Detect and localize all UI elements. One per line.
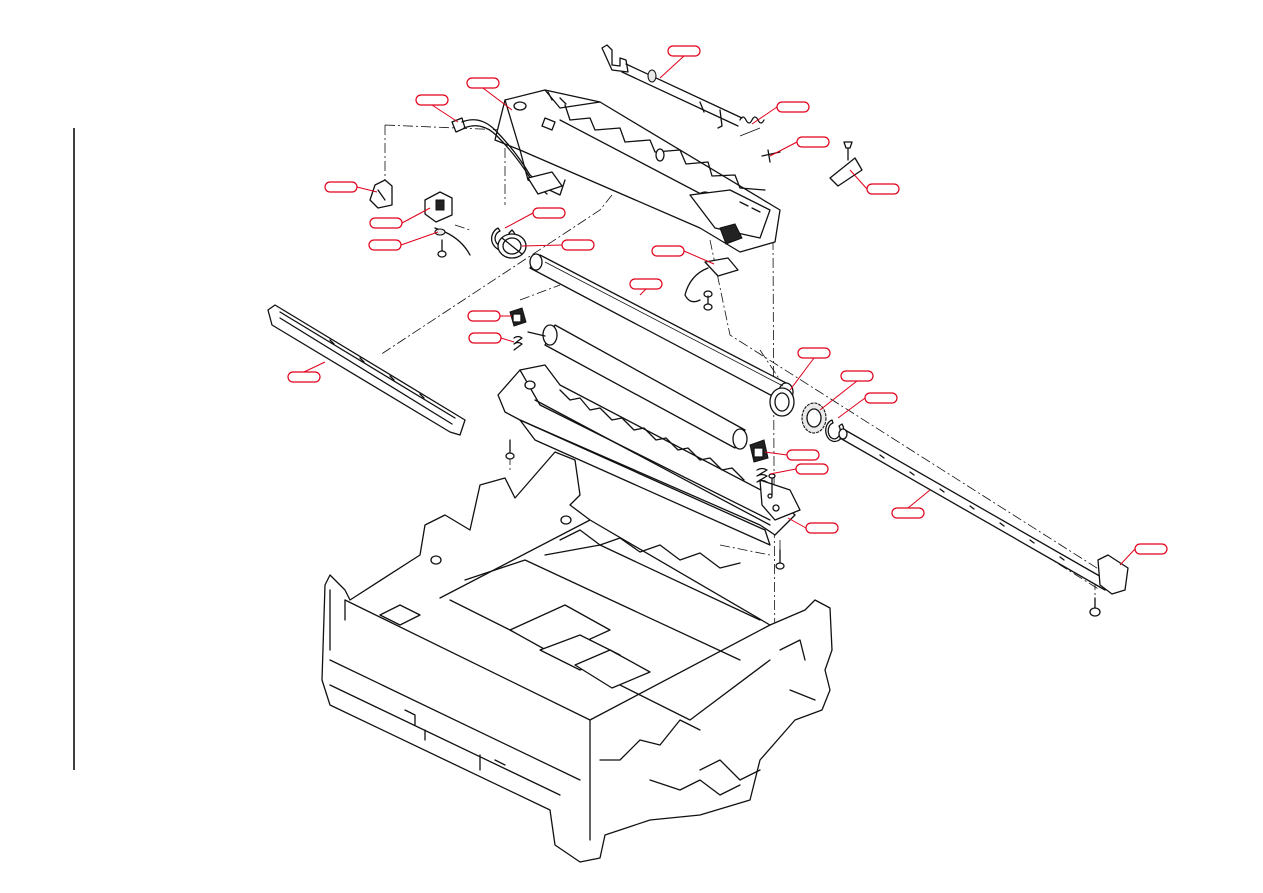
callout-box xyxy=(776,101,810,113)
bushing-gear xyxy=(497,233,527,259)
callout-c8 xyxy=(369,207,431,229)
callout-leader-line xyxy=(356,186,378,193)
callout-leader-line xyxy=(819,380,858,411)
callout-leader-line xyxy=(683,250,715,265)
frame-screws xyxy=(505,439,785,570)
callout-c5 xyxy=(769,136,830,157)
callout-c19 xyxy=(837,392,898,419)
callout-box xyxy=(891,507,925,519)
callout-c21 xyxy=(769,463,829,475)
callout-box xyxy=(468,332,502,344)
callout-box xyxy=(864,392,898,404)
callout-box xyxy=(629,278,663,290)
callout-leader-line xyxy=(521,244,563,247)
drive-gear xyxy=(801,402,827,434)
callout-c1 xyxy=(659,45,701,79)
callout-c23 xyxy=(891,489,931,519)
top-guide-rod xyxy=(601,44,743,129)
callout-box xyxy=(466,77,500,89)
callout-box xyxy=(651,245,685,257)
callout-box xyxy=(786,449,820,461)
callout-c20 xyxy=(764,449,820,461)
callout-c22 xyxy=(787,517,839,534)
callout-box xyxy=(287,371,321,383)
callout-c14 xyxy=(467,310,512,322)
bushing-right xyxy=(769,387,795,417)
callout-c12 xyxy=(651,245,715,265)
callout-leader-line xyxy=(769,141,798,157)
long-guide-plate xyxy=(267,304,466,436)
shaft-end-bracket xyxy=(1089,554,1129,617)
callout-leader-line xyxy=(849,169,868,190)
small-spring xyxy=(739,116,765,137)
bearing-upper xyxy=(509,307,527,327)
callout-leader-line xyxy=(751,106,778,125)
wire-harness xyxy=(451,117,563,195)
callout-leader-line xyxy=(1119,548,1136,566)
callout-leader-line xyxy=(303,361,326,373)
spring-upper xyxy=(513,335,523,351)
callout-c4 xyxy=(751,101,810,125)
callout-box xyxy=(368,239,402,251)
callout-leader-line xyxy=(764,451,788,456)
callout-box xyxy=(467,310,501,322)
callout-leader-line xyxy=(837,397,866,419)
top-cover-assembly xyxy=(494,89,781,253)
lower-pressure-roller xyxy=(527,324,748,450)
callout-leader-line xyxy=(787,517,807,529)
callout-c6 xyxy=(849,169,900,195)
callout-box xyxy=(795,463,829,475)
callout-box xyxy=(1134,543,1168,555)
callout-leader-line xyxy=(504,212,534,229)
callout-box xyxy=(415,94,449,106)
callout-c10 xyxy=(504,207,566,229)
callout-box xyxy=(840,370,874,382)
callout-labels xyxy=(287,45,1168,566)
callout-box xyxy=(324,181,358,193)
callout-leader-line xyxy=(401,207,431,224)
bearing-lower xyxy=(749,439,769,463)
callout-box xyxy=(866,183,900,195)
callout-c11 xyxy=(521,239,595,251)
callout-leader-line xyxy=(639,288,647,296)
callout-box xyxy=(667,45,701,57)
upper-roller xyxy=(529,253,794,402)
callout-c13 xyxy=(629,278,663,296)
callout-c17 xyxy=(789,347,831,391)
right-bracket xyxy=(829,141,863,187)
callout-leader-line xyxy=(482,87,513,111)
callout-c7 xyxy=(324,181,378,193)
callout-box xyxy=(796,136,830,148)
left-bracket xyxy=(424,191,453,223)
callout-leader-line xyxy=(769,468,797,475)
callout-c2 xyxy=(466,77,513,111)
long-shaft xyxy=(838,428,1111,591)
callout-c16 xyxy=(287,361,326,383)
callout-leader-line xyxy=(500,337,515,343)
left-small-block xyxy=(369,179,393,209)
callout-leader-line xyxy=(789,357,815,391)
callout-c9 xyxy=(368,231,439,251)
thermistor-assembly xyxy=(684,257,739,311)
callout-c15 xyxy=(468,332,515,344)
printer-base-chassis xyxy=(321,451,833,863)
callout-leader-line xyxy=(400,231,439,246)
callout-leader-line xyxy=(659,55,685,79)
spring-lower xyxy=(756,467,776,496)
sensor-wire xyxy=(434,227,471,258)
callout-c18 xyxy=(819,370,874,411)
callout-c24 xyxy=(1119,543,1168,566)
callout-leader-line xyxy=(431,104,459,123)
callout-box xyxy=(532,207,566,219)
callout-box xyxy=(369,217,403,229)
callout-box xyxy=(805,522,839,534)
callout-leader-line xyxy=(907,489,931,509)
fuser-frame xyxy=(497,364,801,546)
callout-box xyxy=(797,347,831,359)
callout-c3 xyxy=(415,94,459,123)
callout-box xyxy=(561,239,595,251)
